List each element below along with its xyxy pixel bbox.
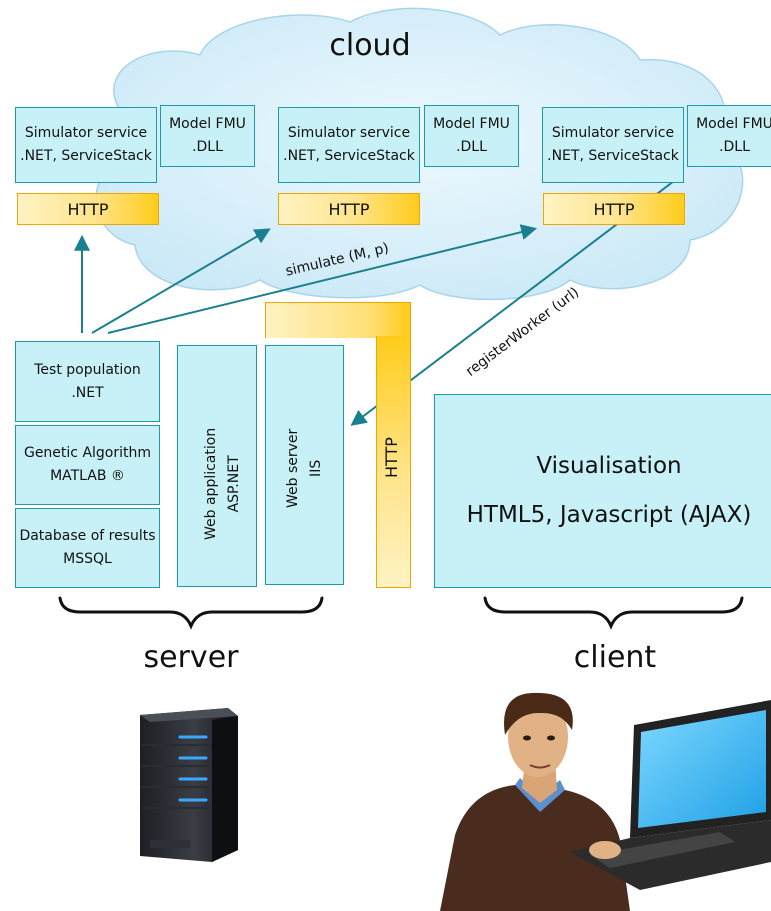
model-fmu-label: Model FMU — [696, 116, 771, 133]
model-fmu-ext: .DLL — [719, 139, 750, 155]
genetic-algorithm-tech: MATLAB ® — [50, 468, 125, 484]
user-with-laptop-icon — [440, 692, 771, 911]
http-bar-2: HTTP — [278, 193, 420, 225]
test-population-box: Test population .NET — [15, 341, 160, 422]
client-brace — [483, 596, 744, 630]
model-fmu-label: Model FMU — [433, 116, 510, 133]
cloud-title: cloud — [329, 28, 411, 63]
web-application-box — [177, 345, 257, 587]
visualisation-tech: HTML5, Javascript (AJAX) — [466, 502, 752, 528]
database-tech: MSSQL — [63, 551, 112, 567]
web-server-box — [265, 345, 344, 585]
test-population-label: Test population — [34, 361, 141, 378]
database-box: Database of results MSSQL — [15, 508, 160, 588]
genetic-algorithm-label: Genetic Algorithm — [23, 445, 152, 462]
client-label: client — [573, 640, 657, 675]
model-fmu-box-2: Model FMU .DLL — [424, 105, 519, 167]
simulator-service-tech: .NET, ServiceStack — [283, 148, 415, 164]
test-population-tech: .NET — [71, 384, 104, 401]
genetic-algorithm-box: Genetic Algorithm MATLAB ® — [15, 425, 160, 505]
simulator-service-box-2: Simulator service .NET, ServiceStack — [278, 107, 420, 183]
database-label: Database of results — [19, 528, 156, 545]
model-fmu-box-3: Model FMU .DLL — [687, 105, 771, 167]
visualisation-box: Visualisation HTML5, Javascript (AJAX) — [434, 394, 771, 588]
http-connector-label: HTTP — [382, 437, 401, 478]
model-fmu-ext: .DLL — [192, 139, 223, 155]
model-fmu-box-1: Model FMU .DLL — [160, 105, 255, 167]
web-server-label: Web server IIS — [285, 428, 324, 508]
model-fmu-label: Model FMU — [169, 116, 246, 133]
http-bar-1: HTTP — [17, 193, 159, 225]
model-fmu-ext: .DLL — [456, 139, 487, 155]
server-label: server — [143, 640, 239, 675]
simulator-service-box-3: Simulator service .NET, ServiceStack — [542, 107, 684, 183]
simulator-service-tech: .NET, ServiceStack — [20, 148, 152, 164]
simulator-service-label: Simulator service — [551, 125, 675, 142]
http-connector-horizontal — [265, 302, 411, 338]
server-brace — [58, 596, 324, 630]
http-bar-3: HTTP — [543, 193, 685, 225]
simulator-service-label: Simulator service — [287, 125, 411, 142]
simulator-service-box-1: Simulator service .NET, ServiceStack — [15, 107, 157, 183]
http-connector-vertical — [376, 336, 411, 588]
server-tower-icon — [140, 708, 238, 862]
visualisation-title: Visualisation — [536, 452, 682, 479]
simulator-service-label: Simulator service — [24, 125, 148, 142]
web-application-label: Web application ASP.NET — [203, 427, 242, 540]
simulator-service-tech: .NET, ServiceStack — [547, 148, 679, 164]
